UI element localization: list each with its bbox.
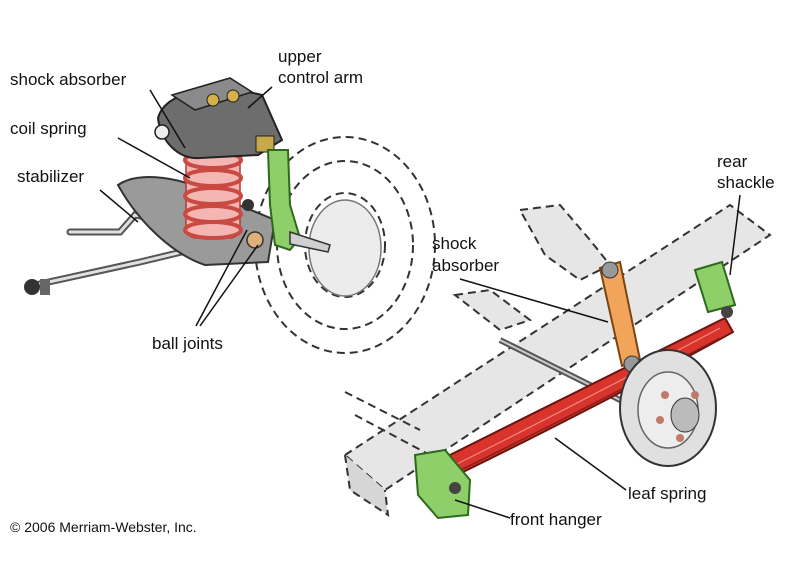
label-rear-shackle-line2: shackle [717,173,775,192]
label-shock-absorber-front: shock absorber [10,70,127,89]
vehicle-frame [343,203,772,518]
rear-shackle [693,260,737,314]
label-rear-shackle-line1: rear [717,152,748,171]
upper-arm-nut [255,135,275,153]
copyright-notice: © 2006 Merriam-Webster, Inc. [10,519,197,535]
label-upper-control-arm-line1: upper [278,47,322,66]
label-stabilizer: stabilizer [17,167,85,186]
label-coil-spring: coil spring [10,119,87,138]
ball-joint-lower [246,231,264,249]
coil-spring [183,149,243,240]
label-leaf-spring: leaf spring [628,484,707,503]
leader-lines [99,86,741,519]
label-upper-control-arm-line2: control arm [278,68,364,87]
label-shock-absorber-rear-line1: shock [432,234,477,253]
label-ball-joints: ball joints [152,334,223,353]
label-front-hanger: front hanger [510,510,602,529]
ball-joint-upper [242,199,254,211]
spindle [289,230,331,253]
label-shock-absorber-rear-line2: absorber [432,256,500,275]
rear-brake-drum [619,349,717,467]
